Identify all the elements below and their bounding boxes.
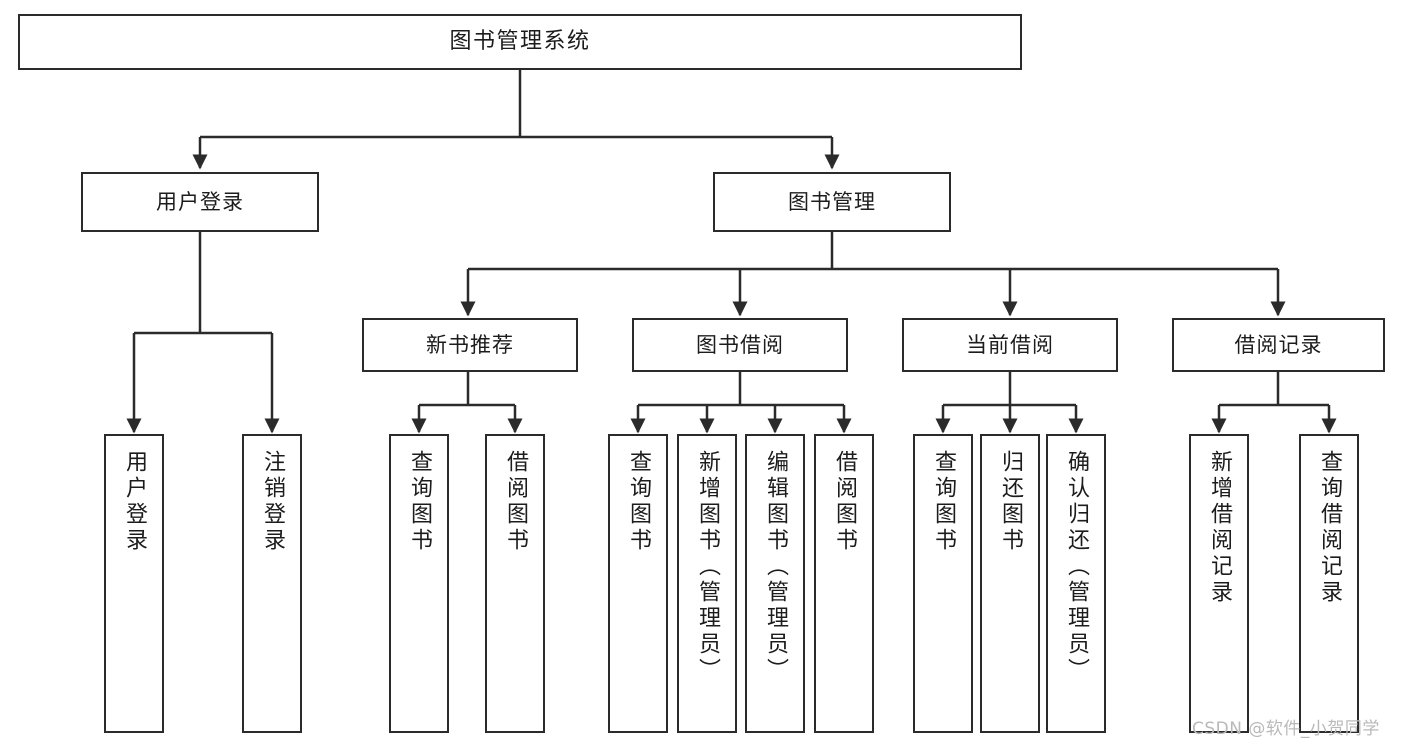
leaf-new-book-query-label: 查询图书 [407,450,432,554]
leaf-book-borrow-query-label: 查询图书 [626,450,651,554]
leaf-borrow-record-add[interactable]: 新增借阅记录 [1189,434,1249,733]
node-current-borrowing[interactable]: 当前借阅 [902,318,1118,372]
leaf-new-book-borrow[interactable]: 借阅图书 [485,434,545,733]
leaf-book-borrow-borrow-label: 借阅图书 [832,450,857,554]
leaf-user-login-logout[interactable]: 注销登录 [242,434,302,733]
leaf-borrow-record-query-label: 查询借阅记录 [1317,450,1342,606]
leaf-book-borrow-edit[interactable]: 编辑图书（管理员） [745,434,805,733]
leaf-new-book-query[interactable]: 查询图书 [389,434,449,733]
leaf-borrow-record-query[interactable]: 查询借阅记录 [1299,434,1359,733]
leaf-current-borrow-query[interactable]: 查询图书 [913,434,973,733]
leaf-user-login-login[interactable]: 用户登录 [104,434,164,733]
leaf-current-borrow-confirm-return-label: 确认归还（管理员） [1064,450,1089,684]
node-book-management[interactable]: 图书管理 [713,172,951,232]
leaf-book-borrow-query[interactable]: 查询图书 [608,434,668,733]
node-user-login[interactable]: 用户登录 [81,172,319,232]
leaf-current-borrow-return[interactable]: 归还图书 [980,434,1040,733]
node-book-borrowing[interactable]: 图书借阅 [632,318,848,372]
node-current-borrowing-label: 当前借阅 [966,332,1054,357]
leaf-new-book-borrow-label: 借阅图书 [503,450,528,554]
leaf-user-login-logout-label: 注销登录 [260,450,285,554]
csdn-watermark: CSDN @软件_小贺同学 [1192,719,1380,739]
node-borrowing-record-label: 借阅记录 [1234,332,1323,357]
leaf-current-borrow-confirm-return[interactable]: 确认归还（管理员） [1046,434,1106,733]
node-borrowing-record[interactable]: 借阅记录 [1172,318,1385,372]
leaf-current-borrow-query-label: 查询图书 [931,450,956,554]
node-book-management-label: 图书管理 [788,189,876,214]
leaf-user-login-login-label: 用户登录 [122,450,147,554]
node-root-label: 图书管理系统 [449,29,591,55]
leaf-book-borrow-add-label: 新增图书（管理员） [695,450,720,684]
leaf-book-borrow-borrow[interactable]: 借阅图书 [814,434,874,733]
node-user-login-label: 用户登录 [156,189,244,214]
leaf-borrow-record-add-label: 新增借阅记录 [1207,450,1232,606]
node-new-book-recommendation-label: 新书推荐 [426,332,514,357]
leaf-book-borrow-add[interactable]: 新增图书（管理员） [677,434,737,733]
leaf-current-borrow-return-label: 归还图书 [998,450,1023,554]
leaf-book-borrow-edit-label: 编辑图书（管理员） [763,450,788,684]
node-new-book-recommendation[interactable]: 新书推荐 [362,318,578,372]
node-book-borrowing-label: 图书借阅 [696,332,784,357]
node-root-book-management-system[interactable]: 图书管理系统 [18,14,1022,70]
